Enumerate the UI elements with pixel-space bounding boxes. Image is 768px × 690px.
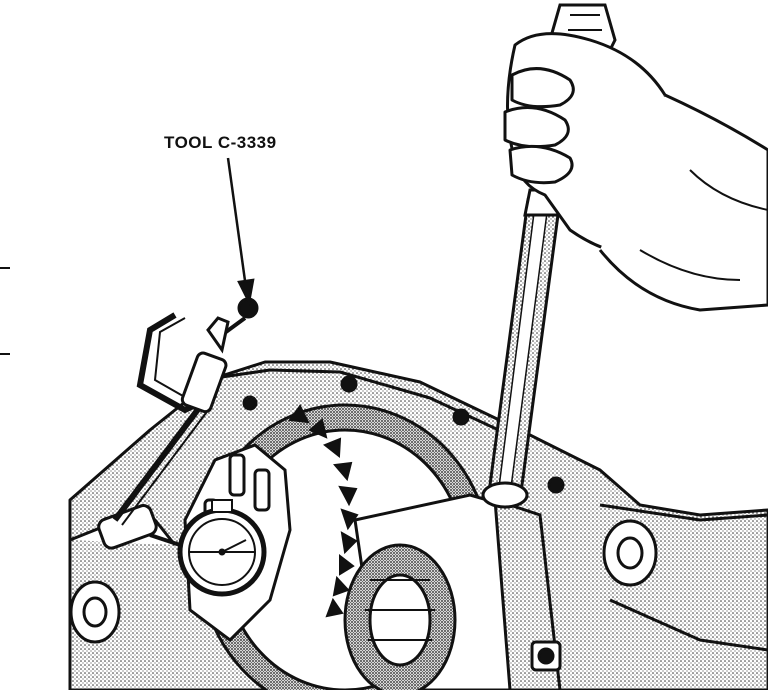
dial-indicator-gauge — [149, 499, 267, 597]
tool-callout-label: TOOL C-3339 — [164, 133, 277, 152]
ring-gear-teeth — [288, 404, 359, 618]
margin-ticks — [0, 267, 10, 355]
gauge-needle — [221, 539, 247, 553]
socket — [481, 481, 529, 509]
housing-bolt-hole — [452, 408, 470, 426]
housing-bolt-hole — [242, 395, 258, 411]
housing-bolt-hole — [340, 375, 358, 393]
differential-case — [343, 493, 562, 690]
callout-leader — [226, 157, 255, 306]
mechanic-hand — [503, 32, 768, 312]
wrench-extension — [481, 3, 617, 509]
housing-bolt-hole — [547, 476, 565, 494]
